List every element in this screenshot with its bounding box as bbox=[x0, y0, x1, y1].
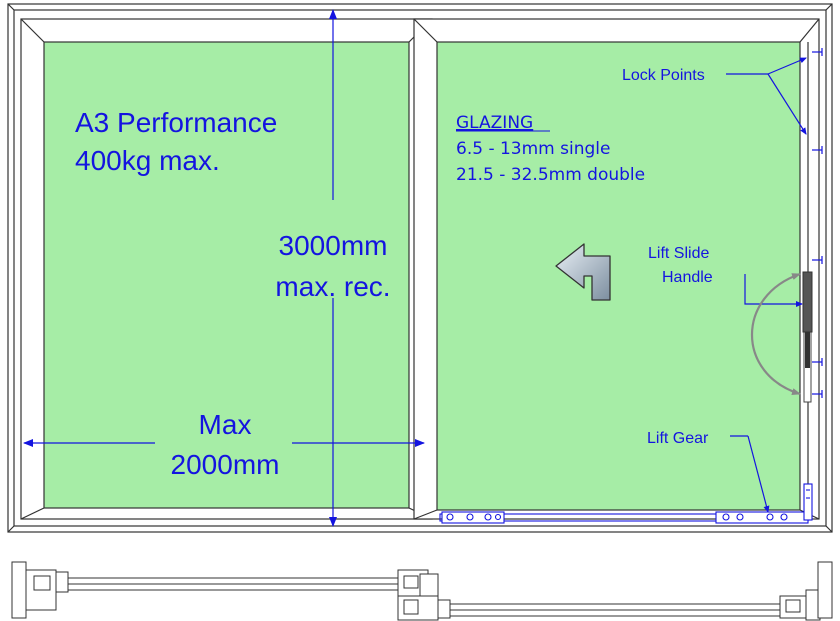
lift-slide-handle-leader bbox=[744, 274, 803, 307]
turn-left-arrow-icon bbox=[555, 243, 611, 301]
lift-slide-handle-label-2: Handle bbox=[662, 269, 713, 286]
glazing-double: 21.5 - 32.5mm double bbox=[456, 165, 645, 185]
lift-gear-leader bbox=[730, 435, 770, 513]
max-weight: 400kg max. bbox=[75, 145, 220, 176]
lock-points-leader bbox=[726, 57, 807, 135]
fixed-sash bbox=[20, 18, 433, 520]
curved-double-arrow-icon bbox=[751, 272, 801, 396]
plan-section-sliding-panel bbox=[397, 561, 833, 621]
lock-point-markers bbox=[812, 48, 823, 398]
sliding-sash bbox=[413, 18, 820, 520]
plan-section-fixed-panel bbox=[11, 561, 439, 619]
max-width-label: Max bbox=[199, 409, 252, 440]
performance-rating: A3 Performance bbox=[75, 107, 277, 138]
max-height-value: 3000mm bbox=[279, 230, 388, 261]
lift-slide-handle-label-1: Lift Slide bbox=[648, 245, 709, 262]
max-width-value: 2000mm bbox=[171, 449, 280, 480]
lift-gear-hardware bbox=[439, 483, 813, 524]
glazing-heading: GLAZING bbox=[456, 113, 533, 133]
max-height-note: max. rec. bbox=[275, 271, 390, 302]
lift-gear-label: Lift Gear bbox=[647, 430, 709, 447]
lift-slide-handle bbox=[802, 271, 813, 403]
glazing-single: 6.5 - 13mm single bbox=[456, 139, 610, 159]
lock-points-label: Lock Points bbox=[622, 67, 705, 84]
